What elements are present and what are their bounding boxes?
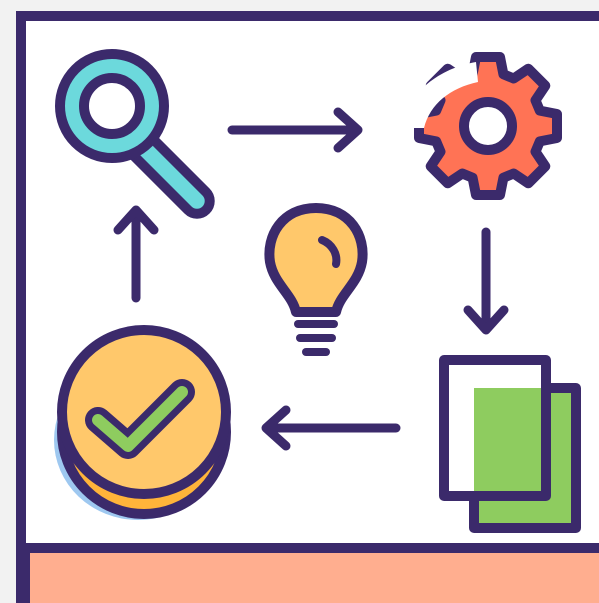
arrow-approved-to-search	[113, 205, 159, 303]
gear-icon	[400, 52, 562, 200]
magnifier-handle	[127, 131, 215, 219]
gear-hub	[459, 97, 517, 155]
document-front-fill	[474, 388, 541, 491]
magnifying-glass-icon	[55, 49, 215, 219]
gear-highlight	[400, 62, 478, 128]
check-coin-stack-icon	[54, 325, 231, 520]
arrow-search-to-process	[227, 107, 363, 153]
arrow-left-icon	[261, 405, 291, 451]
arrow-down-icon	[463, 305, 509, 335]
lightbulb-icon	[264, 203, 368, 356]
magnifier-glass	[79, 73, 145, 139]
documents-icon	[439, 355, 581, 533]
arrow-documents-to-approved	[261, 405, 401, 451]
arrow-up-icon	[113, 205, 159, 235]
footer-band	[22, 544, 599, 603]
bulb-glass	[264, 203, 368, 317]
arrow-right-icon	[333, 107, 363, 153]
arrow-process-to-documents	[463, 227, 509, 335]
check-mark-fill	[92, 386, 188, 452]
bulb-reflection	[318, 236, 341, 268]
